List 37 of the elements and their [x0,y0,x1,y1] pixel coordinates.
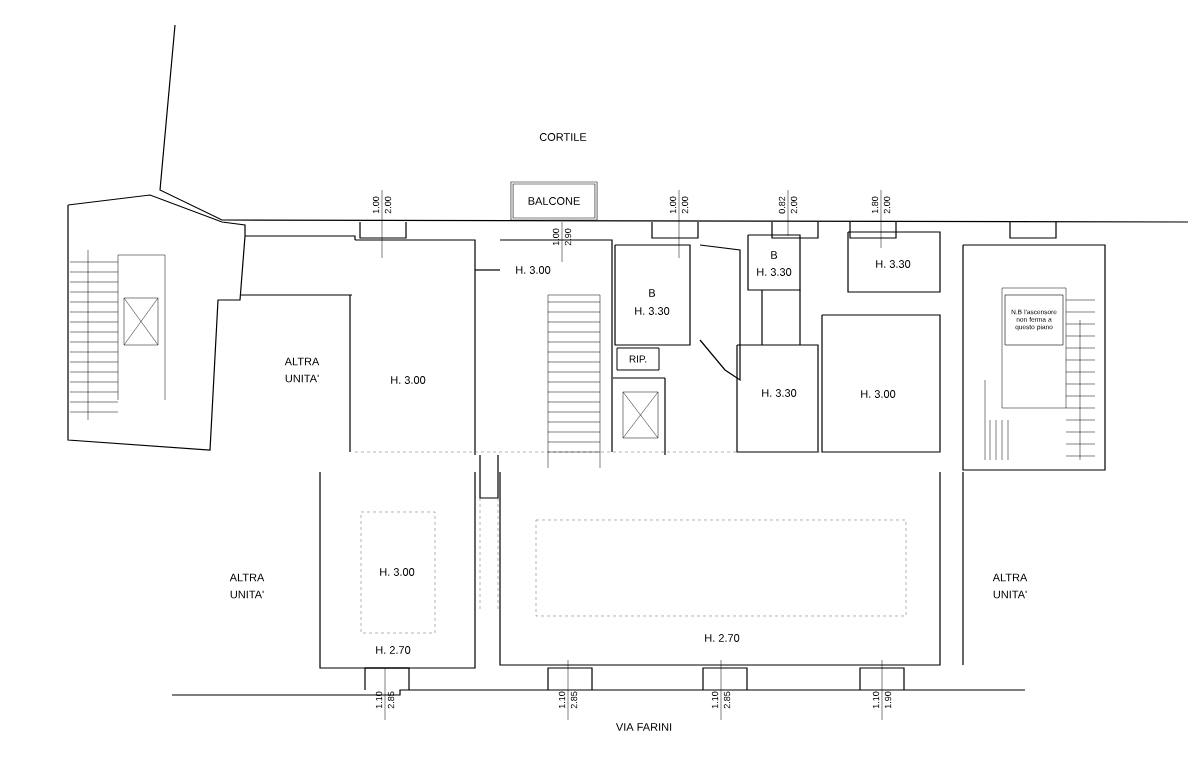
room-label: H. 3.30 [635,307,670,315]
room-label: H. 2.70 [376,646,411,654]
room-label: H. 3.00 [861,390,896,398]
dimension-label: 2.85 [387,691,395,709]
dimension-label: 1.10 [872,691,880,709]
dimension-label: 1.00 [372,196,380,214]
room-label: CORTILE [539,133,587,141]
dimension-label: 1.10 [558,691,566,709]
dimension-label: 2.90 [564,228,572,246]
dimension-label: 1.10 [375,691,383,709]
dimension-label: 1.00 [669,196,677,214]
unit-label: ALTRA UNITA' [284,357,320,383]
unit-label: ALTRA UNITA' [992,573,1028,599]
room-label: H. 2.70 [705,634,740,642]
dimension-label: 2.00 [384,196,392,214]
room-label: H. 3.30 [876,260,911,268]
room-label: H. 3.30 [762,389,797,397]
room-label: H. 3.00 [391,376,426,384]
room-label: B [771,251,778,259]
room-box: RIP. [616,347,660,371]
dimension-label: 2.85 [570,691,578,709]
dimension-label: 1.80 [871,196,879,214]
room-label: VIA FARINI [615,723,672,731]
dimension-label: 2.00 [790,196,798,214]
dimension-label: 1.10 [711,691,719,709]
unit-label: ALTRA UNITA' [229,573,265,599]
balcony-box: BALCONE [510,181,598,221]
dimension-label: 2.00 [883,196,891,214]
room-label: H. 3.00 [380,568,415,576]
dimension-label: 2.00 [681,196,689,214]
room-label: B [649,289,656,297]
room-label: H. 3.30 [757,268,792,276]
dimension-label: 0.82 [778,196,786,214]
dimension-label: 1.00 [552,228,560,246]
dimension-label: 2.85 [723,691,731,709]
dimension-label: 1.90 [884,691,892,709]
room-label: H. 3.00 [516,266,551,274]
